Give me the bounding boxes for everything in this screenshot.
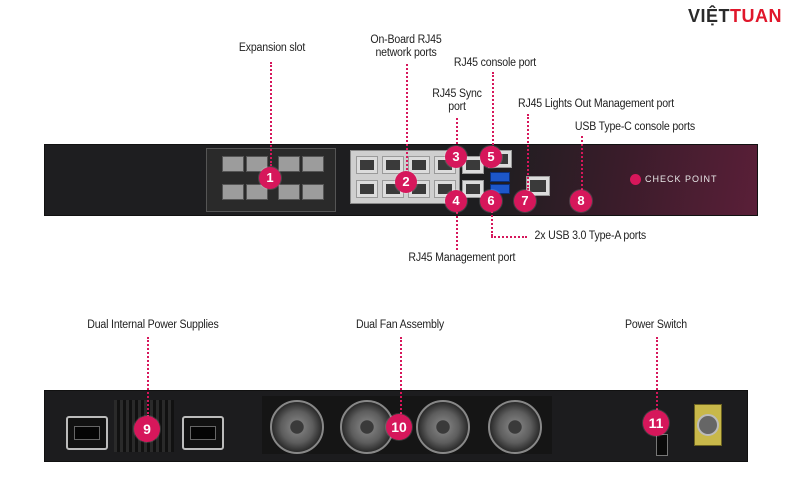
badge-6: 6 (480, 190, 502, 212)
leader-line (491, 236, 527, 238)
label-usb-a: 2x USB 3.0 Type-A ports (534, 230, 647, 242)
badge-9: 9 (134, 416, 160, 442)
leader-line (527, 114, 529, 190)
fan-icon (340, 400, 394, 454)
leader-line (456, 118, 458, 148)
sfp-port (302, 156, 324, 172)
badge-5: 5 (480, 146, 502, 168)
rj45-port (382, 156, 404, 174)
fan-icon (488, 400, 542, 454)
sfp-port (222, 156, 244, 172)
brand-logo: VIỆTTUAN (688, 6, 782, 27)
badge-8: 8 (570, 190, 592, 212)
badge-10: 10 (386, 414, 412, 440)
label-expansion-slot: Expansion slot (238, 42, 306, 54)
power-inlet-icon (182, 416, 224, 450)
sfp-port (246, 184, 268, 200)
brand-prefix: VIỆT (687, 6, 730, 26)
badge-3: 3 (445, 146, 467, 168)
sfp-port (278, 184, 300, 200)
label-rj45-console: RJ45 console port (453, 57, 537, 69)
sfp-port (302, 184, 324, 200)
label-rj45-mgmt: RJ45 Management port (408, 252, 516, 264)
power-inlet-icon (66, 416, 108, 450)
rj45-lom-port (526, 176, 550, 196)
leader-line (492, 72, 494, 148)
label-usb-c-console: USB Type-C console ports (574, 121, 695, 133)
fan-icon (416, 400, 470, 454)
badge-1: 1 (259, 167, 281, 189)
label-lights-out: RJ45 Lights Out Management port (518, 98, 675, 110)
sfp-port (278, 156, 300, 172)
label-onboard-rj45: On-Board RJ45 network ports (370, 34, 442, 59)
checkpoint-logo-icon (630, 174, 641, 185)
leader-line (400, 337, 402, 417)
leader-line (491, 208, 493, 236)
brand-suffix: TUAN (730, 6, 782, 26)
rj45-port (356, 156, 378, 174)
badge-7: 7 (514, 190, 536, 212)
leader-line (270, 62, 272, 166)
leader-line (147, 337, 149, 417)
rj45-port (408, 156, 430, 174)
power-switch (656, 434, 668, 456)
badge-11: 11 (643, 410, 669, 436)
sfp-port (222, 184, 244, 200)
label-power-supplies: Dual Internal Power Supplies (87, 319, 219, 331)
usb-a-port (490, 184, 510, 194)
checkpoint-logo-text: CHECK POINT (645, 174, 718, 184)
leader-line (581, 136, 583, 190)
sfp-port (246, 156, 268, 172)
label-power-switch: Power Switch (625, 319, 687, 331)
fan-icon (270, 400, 324, 454)
leader-line (456, 208, 458, 250)
badge-4: 4 (445, 190, 467, 212)
label-rj45-sync: RJ45 Sync port (432, 88, 482, 113)
leader-line (406, 64, 408, 170)
rj45-mgmt-port (462, 180, 484, 198)
label-fan-assembly: Dual Fan Assembly (355, 319, 445, 331)
rj45-port (356, 180, 378, 198)
usb-a-port (490, 172, 510, 182)
ground-screw-icon (697, 414, 719, 436)
leader-line (656, 337, 658, 413)
badge-2: 2 (395, 171, 417, 193)
